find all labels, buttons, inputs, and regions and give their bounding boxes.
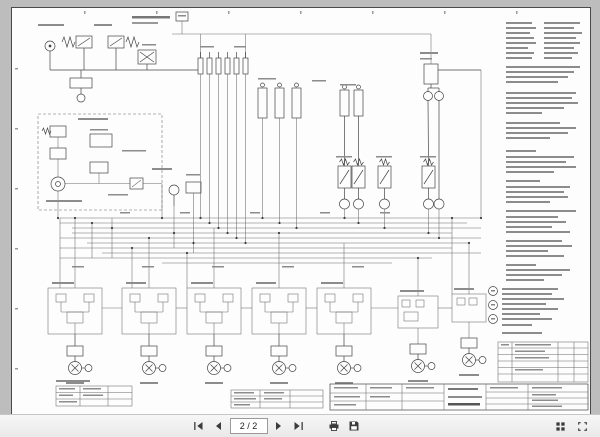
first-page-button[interactable] bbox=[190, 418, 207, 435]
frame-ticks bbox=[15, 11, 518, 370]
printer-icon bbox=[329, 421, 339, 431]
page-indicator-input[interactable]: 2 / 2 bbox=[229, 418, 268, 434]
revision-table bbox=[497, 341, 589, 383]
thumbnails-icon bbox=[556, 421, 565, 431]
accumulator-group bbox=[257, 82, 364, 166]
fullscreen-icon bbox=[578, 421, 587, 431]
mid-components bbox=[168, 181, 202, 206]
wiring-verticals bbox=[57, 70, 482, 296]
print-button[interactable] bbox=[326, 418, 343, 435]
view-tools bbox=[552, 418, 600, 435]
junction-dots bbox=[56, 216, 483, 260]
schematic-page bbox=[11, 7, 591, 415]
save-button[interactable] bbox=[346, 418, 363, 435]
dashed-enclosure bbox=[37, 113, 163, 211]
notes-text-column bbox=[502, 22, 582, 334]
top-right-valve-unit bbox=[423, 63, 481, 199]
next-page-icon bbox=[276, 422, 281, 430]
last-page-icon bbox=[294, 422, 303, 430]
document-canvas[interactable] bbox=[0, 0, 600, 415]
next-page-button[interactable] bbox=[271, 418, 288, 435]
fullscreen-button[interactable] bbox=[574, 418, 591, 435]
bottom-component-groups bbox=[47, 287, 487, 375]
drawing-title-label bbox=[132, 11, 189, 34]
schematic-drawing bbox=[15, 11, 589, 411]
title-block bbox=[329, 383, 589, 411]
parts-table-left bbox=[55, 385, 133, 407]
valve-bank bbox=[197, 52, 249, 75]
save-icon bbox=[349, 421, 359, 431]
control-valve-row bbox=[337, 157, 445, 210]
thumbnails-button[interactable] bbox=[552, 418, 569, 435]
wiring-bus bbox=[60, 217, 482, 264]
previous-page-icon bbox=[216, 422, 221, 430]
balloon-references bbox=[488, 286, 498, 324]
first-page-icon bbox=[194, 422, 203, 430]
parts-table-center bbox=[230, 389, 324, 409]
top-run-lines bbox=[172, 33, 432, 64]
previous-page-button[interactable] bbox=[210, 418, 227, 435]
bottom-toolbar: 2 / 2 bbox=[0, 414, 600, 437]
toolbar-separator bbox=[311, 426, 323, 427]
last-page-button[interactable] bbox=[291, 418, 308, 435]
page-indicator-value: 2 / 2 bbox=[239, 421, 258, 431]
pneumatic-group bbox=[44, 35, 198, 103]
component-labels bbox=[38, 24, 479, 384]
page-navigation: 2 / 2 bbox=[0, 418, 552, 435]
